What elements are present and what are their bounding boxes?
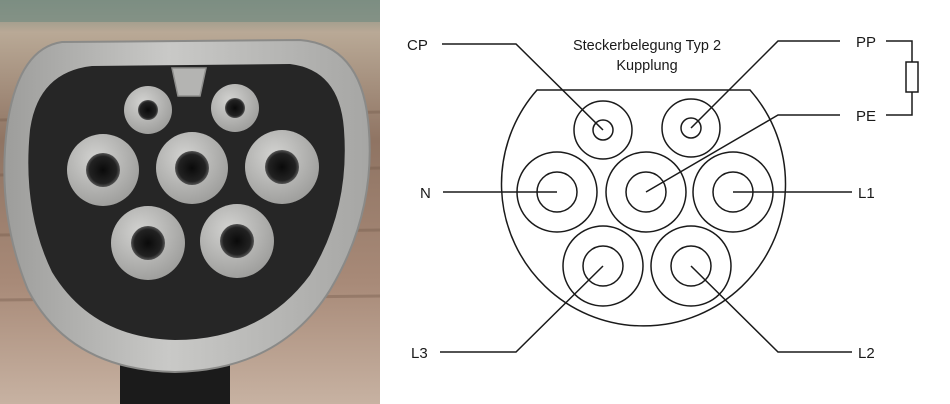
label-l2: L2 <box>858 345 875 362</box>
connector-photo <box>0 0 381 404</box>
photo-pin-n <box>67 134 139 206</box>
diagram-title-line2: Kupplung <box>616 58 677 74</box>
label-pp: PP <box>856 34 876 51</box>
label-n: N <box>420 185 431 202</box>
diagram-pin-cp <box>573 100 633 160</box>
photo-top-strip <box>0 0 380 22</box>
label-l3: L3 <box>411 345 428 362</box>
leader-line-cp <box>442 43 604 131</box>
diagram-pin-pp <box>661 98 721 158</box>
label-l1: L1 <box>858 185 875 202</box>
diagram-connector-outline <box>500 89 787 327</box>
photo-pin-l1 <box>245 130 319 204</box>
key-notch <box>171 67 207 97</box>
leader-line-l3 <box>440 265 604 353</box>
diagram-background <box>384 0 950 404</box>
photo-pin-pp <box>211 84 259 132</box>
pp-pe-resistor <box>886 40 919 116</box>
diagram-title-line1: Steckerbelegung Typ 2 <box>573 38 721 54</box>
photo-pin-cp <box>124 86 172 134</box>
photo-pin-l2 <box>200 204 274 278</box>
photo-pin-l3 <box>111 206 185 280</box>
photo-pin-pe <box>156 132 228 204</box>
pinout-diagram: Steckerbelegung Typ 2 Kupplung <box>384 0 950 404</box>
diagram-pin-pe <box>605 151 687 233</box>
diagram-pin-l2 <box>650 225 732 307</box>
leader-line-pp <box>690 40 840 129</box>
leader-line-pe <box>645 114 840 193</box>
diagram-pin-l3 <box>562 225 644 307</box>
leader-line-l2 <box>690 265 852 353</box>
label-pe: PE <box>856 108 876 125</box>
label-cp: CP <box>407 37 428 54</box>
